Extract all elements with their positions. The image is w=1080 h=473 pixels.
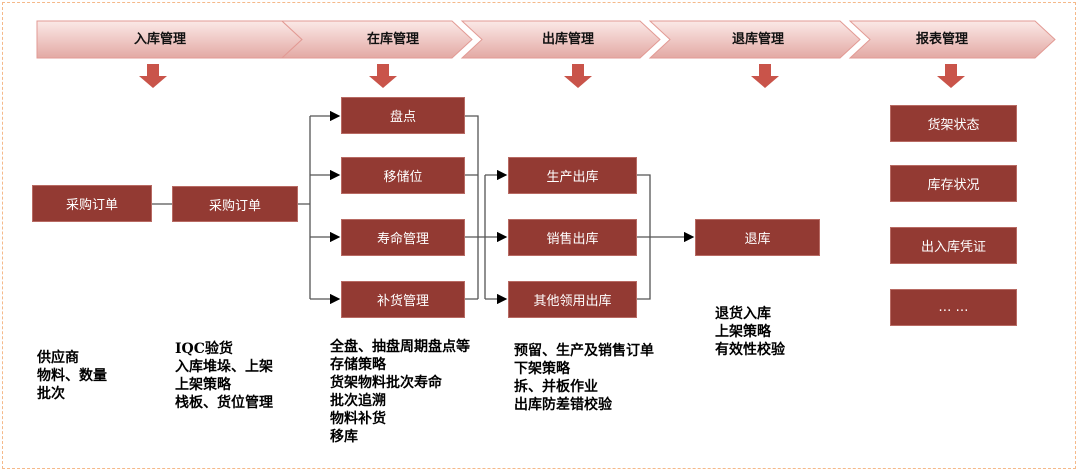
shelf-status-box: 货架状态 bbox=[890, 105, 1017, 142]
stage-chevron-2 bbox=[280, 20, 473, 59]
note: 上架策略 bbox=[175, 377, 231, 393]
outbound-notes: 预留、生产及销售订单下架策略拆、并板作业出库防差错校验 bbox=[514, 342, 654, 414]
inbound-notes-2: IQC验货入库堆垛、上架上架策略栈板、货位管理 bbox=[175, 340, 273, 412]
shelf-life-box: 寿命管理 bbox=[341, 219, 465, 256]
replenishment-box: 补货管理 bbox=[341, 281, 465, 318]
note: 栈板、货位管理 bbox=[175, 395, 273, 411]
note: 移库 bbox=[330, 429, 358, 445]
inbound-notes-1: 供应商物料、数量批次 bbox=[37, 349, 107, 403]
note: 上架策略 bbox=[715, 324, 771, 340]
other-issue-box: 其他领用出库 bbox=[508, 281, 637, 318]
note: 批次追溯 bbox=[330, 393, 386, 409]
stock-status-box: 库存状况 bbox=[890, 165, 1017, 202]
note: 存储策略 bbox=[330, 357, 386, 373]
inventory-count-box: 盘点 bbox=[341, 97, 465, 134]
note: 有效性校验 bbox=[715, 342, 785, 358]
stage-chevron-3 bbox=[460, 20, 661, 59]
note: 物料补货 bbox=[330, 411, 386, 427]
purchase-order-box-2: 采购订单 bbox=[172, 186, 298, 222]
note: 全盘、抽盘周期盘点等 bbox=[330, 339, 470, 355]
purchase-order-box: 采购订单 bbox=[32, 185, 152, 222]
production-issue-box: 生产出库 bbox=[508, 157, 637, 194]
stage-report: 报表管理 bbox=[915, 32, 968, 47]
note: 批次 bbox=[37, 386, 65, 402]
down-arrow-icon bbox=[937, 64, 965, 88]
stage-chevron-4 bbox=[648, 20, 861, 59]
stage-inbound: 入库管理 bbox=[133, 32, 186, 47]
note: IQC验货 bbox=[175, 341, 233, 357]
note: 供应商 bbox=[37, 350, 79, 366]
note: 出库防差错校验 bbox=[514, 397, 612, 413]
down-arrow-icon bbox=[139, 64, 167, 88]
note: 下架策略 bbox=[514, 361, 570, 377]
instock-notes: 全盘、抽盘周期盘点等存储策略货架物料批次寿命批次追溯物料补货移库 bbox=[330, 338, 470, 446]
stage-outbound: 出库管理 bbox=[541, 32, 594, 47]
relocation-box: 移储位 bbox=[341, 157, 465, 194]
voucher-box: 出入库凭证 bbox=[890, 227, 1017, 264]
return-notes: 退货入库上架策略有效性校验 bbox=[715, 305, 785, 359]
down-arrow-icon bbox=[369, 64, 397, 88]
note: 物料、数量 bbox=[37, 368, 107, 384]
stage-instock: 在库管理 bbox=[366, 32, 419, 47]
note: 退货入库 bbox=[715, 306, 771, 322]
down-arrow-icon bbox=[751, 64, 779, 88]
note: 货架物料批次寿命 bbox=[330, 375, 442, 391]
return-box: 退库 bbox=[695, 219, 820, 256]
note: 入库堆垛、上架 bbox=[175, 359, 273, 375]
stage-chevron-5 bbox=[848, 20, 1056, 59]
more-box: … … bbox=[890, 289, 1017, 326]
note: 预留、生产及销售订单 bbox=[514, 343, 654, 359]
stage-return: 退库管理 bbox=[731, 32, 784, 47]
note: 拆、并板作业 bbox=[514, 379, 598, 395]
sales-issue-box: 销售出库 bbox=[508, 219, 637, 256]
down-arrow-icon bbox=[564, 64, 592, 88]
